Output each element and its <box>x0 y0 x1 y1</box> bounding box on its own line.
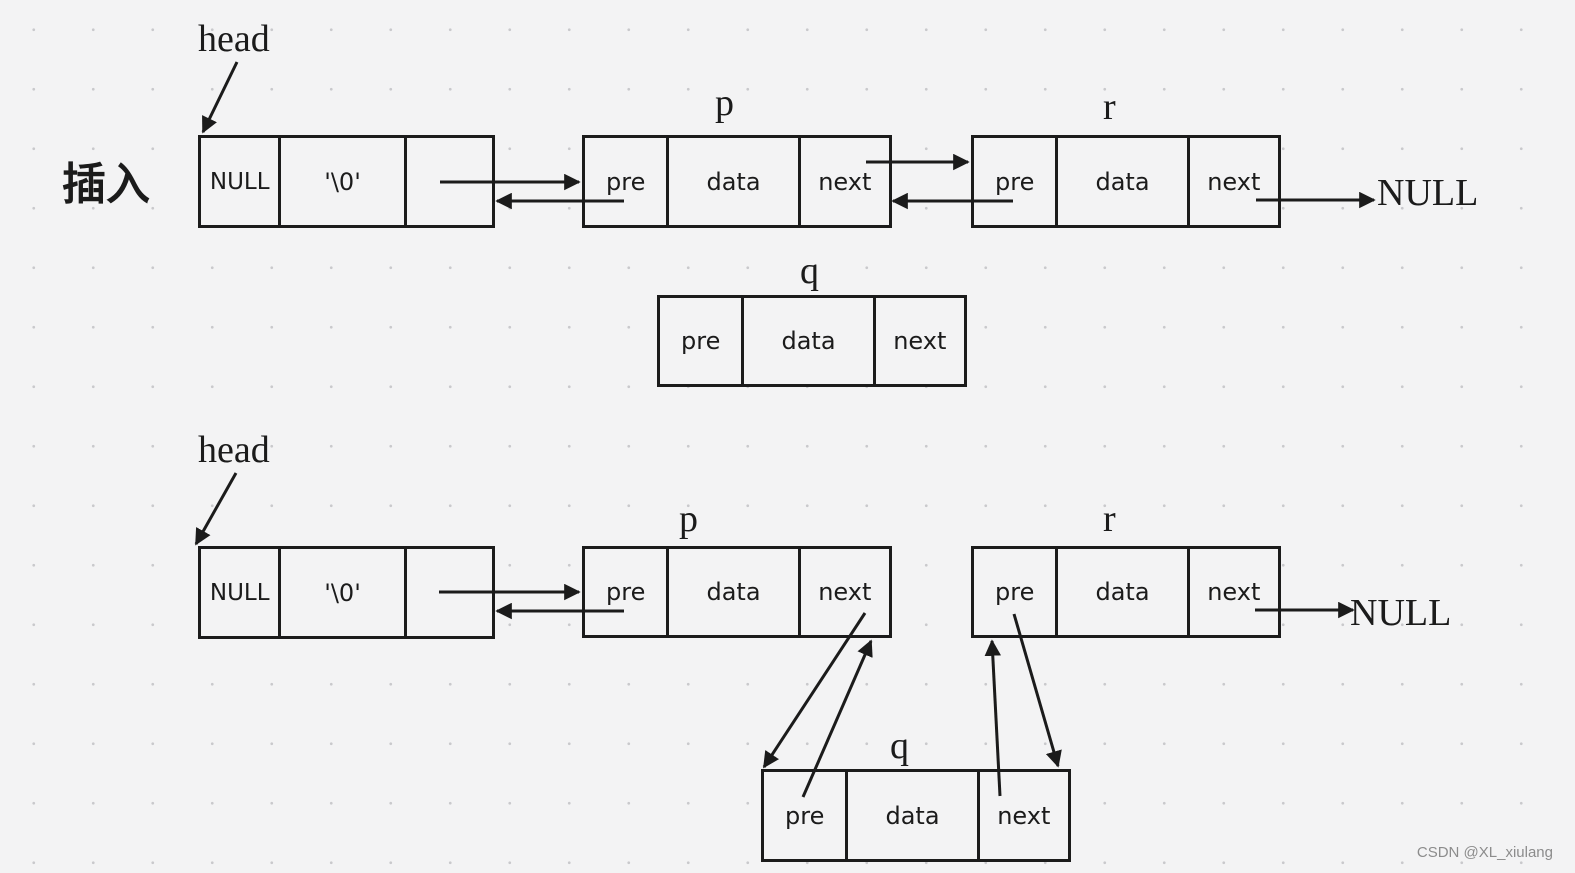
node-r-bottom: pre data next <box>971 546 1281 638</box>
p-data-field: data <box>666 549 797 635</box>
head-pointer-arrow-bottom <box>194 472 238 546</box>
node-r-top: pre data next <box>971 135 1281 228</box>
q-label-bottom: q <box>890 725 909 767</box>
q-next-field: next <box>872 298 964 384</box>
p-next-to-q-arrow <box>762 612 867 769</box>
head-next-field <box>403 549 492 636</box>
q-data-field: data <box>845 772 976 859</box>
node-q-top: pre data next <box>657 295 967 387</box>
p-data-field: data <box>666 138 797 225</box>
node-p-top: pre data next <box>582 135 892 228</box>
q-pre-field: pre <box>681 327 721 355</box>
head-data-field: '\0' <box>278 138 403 225</box>
r-pre-field: pre <box>995 578 1035 606</box>
watermark: CSDN @XL_xiulang <box>1416 844 1553 861</box>
r-next-field: next <box>1186 549 1278 635</box>
node-p-bottom: pre data next <box>582 546 892 638</box>
null-label-top: NULL <box>1377 172 1479 214</box>
r-label-bottom: r <box>1103 498 1116 540</box>
r-data-field: data <box>1055 138 1186 225</box>
r-pre-to-q-next-arrow <box>1012 613 1062 768</box>
r-next-field: next <box>1186 138 1278 225</box>
r-data-field: data <box>1055 549 1186 635</box>
q-next-field: next <box>976 772 1068 859</box>
head-data-field: '\0' <box>278 549 403 636</box>
head-label-top: head <box>198 18 270 60</box>
q-next-to-r-pre-arrow <box>984 639 1002 797</box>
p-label-top: p <box>715 82 734 124</box>
q-pre-to-p-arrow <box>801 639 873 798</box>
q-data-field: data <box>741 298 872 384</box>
r-label-top: r <box>1103 86 1116 128</box>
head-null-field: NULL <box>209 579 270 606</box>
head-next-field <box>403 138 492 225</box>
p-label-bottom: p <box>679 498 698 540</box>
head-label-bottom: head <box>198 429 270 471</box>
p-pre-field: pre <box>606 167 646 196</box>
null-label-bottom: NULL <box>1350 592 1452 634</box>
head-pointer-arrow-top <box>201 61 239 134</box>
p-pre-field: pre <box>606 578 646 606</box>
p-next-field: next <box>797 549 889 635</box>
r-pre-field: pre <box>995 167 1035 196</box>
q-label-top: q <box>800 250 819 292</box>
diagram-title: 插入 <box>62 159 150 210</box>
p-next-field: next <box>797 138 889 225</box>
node-q-bottom: pre data next <box>761 769 1071 862</box>
q-pre-field: pre <box>785 801 825 830</box>
head-null-field: NULL <box>209 168 270 195</box>
